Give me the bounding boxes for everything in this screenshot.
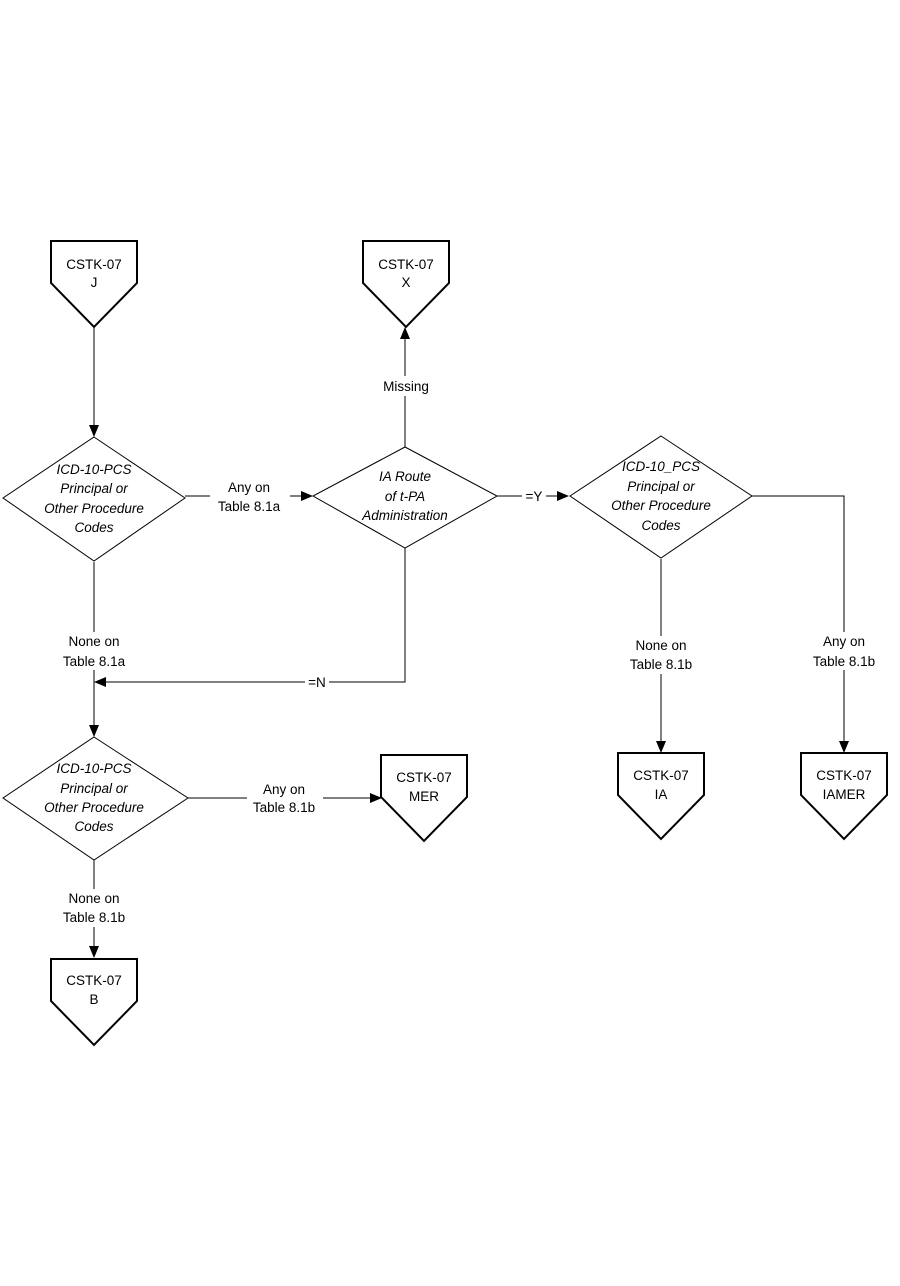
decision-d2-line3: Administration xyxy=(361,508,448,523)
arrow-right-icon xyxy=(557,491,569,501)
edge-label-d3-none-line2: Table 8.1b xyxy=(630,657,692,672)
decision-d2: IA Route of t-PA Administration xyxy=(311,446,499,549)
connector-j-line2: J xyxy=(91,275,98,290)
arrow-down-icon xyxy=(89,946,99,958)
arrowheads xyxy=(89,327,849,958)
arrow-left-icon xyxy=(94,677,106,687)
decision-d3-line4: Codes xyxy=(641,518,680,533)
connector-iamer: CSTK-07 IAMER xyxy=(800,752,888,841)
edge-label-d2-missing: Missing xyxy=(383,379,429,394)
decision-d4-line2: Principal or xyxy=(60,781,128,796)
edge-label-d3-any-line2: Table 8.1b xyxy=(813,654,875,669)
edge-label-d3-any-line1: Any on xyxy=(823,634,865,649)
decision-d1-line4: Codes xyxy=(74,520,113,535)
connector-iamer-line2: IAMER xyxy=(823,787,866,802)
edge-label-d1-any-line2: Table 8.1a xyxy=(218,499,281,514)
arrow-right-icon xyxy=(370,793,382,803)
arrow-down-icon xyxy=(839,741,849,753)
decision-d3-line2: Principal or xyxy=(627,479,695,494)
connector-j-line1: CSTK-07 xyxy=(66,257,122,272)
connector-x-line2: X xyxy=(401,275,410,290)
edge-label-d3-none-line1: None on xyxy=(635,638,686,653)
edge-label-d4-none-line1: None on xyxy=(68,891,119,906)
edge-label-d1-any-line1: Any on xyxy=(228,480,270,495)
connector-mer-line2: MER xyxy=(409,789,439,804)
decision-d4: ICD-10-PCS Principal or Other Procedure … xyxy=(2,736,189,861)
connector-b-line2: B xyxy=(89,992,98,1007)
connector-lines xyxy=(93,327,845,948)
edge-label-d2-no: =N xyxy=(308,675,326,690)
connector-ia-line2: IA xyxy=(655,787,668,802)
connector-j: CSTK-07 J xyxy=(50,240,138,329)
connector-iamer-line1: CSTK-07 xyxy=(816,768,872,783)
decision-d3: ICD-10_PCS Principal or Other Procedure … xyxy=(569,435,753,559)
decision-d1-line2: Principal or xyxy=(60,481,128,496)
connector-x-line1: CSTK-07 xyxy=(378,257,434,272)
decision-d1-line3: Other Procedure xyxy=(44,501,144,516)
connector-mer-line1: CSTK-07 xyxy=(396,770,452,785)
connector-ia: CSTK-07 IA xyxy=(617,752,705,841)
edge-label-d4-any-line1: Any on xyxy=(263,782,305,797)
arrow-down-icon xyxy=(89,425,99,437)
connector-mer: CSTK-07 MER xyxy=(380,754,468,843)
decision-d3-line1: ICD-10_PCS xyxy=(622,459,700,474)
decision-d1: ICD-10-PCS Principal or Other Procedure … xyxy=(2,436,186,562)
edge-d2-no xyxy=(105,548,406,683)
connector-b-line1: CSTK-07 xyxy=(66,973,122,988)
arrow-right-icon xyxy=(301,491,313,501)
edge-label-d1-none-line1: None on xyxy=(68,634,119,649)
arrow-down-icon xyxy=(656,741,666,753)
decision-d4-line4: Codes xyxy=(74,819,113,834)
edge-label-d1-none-line2: Table 8.1a xyxy=(63,654,126,669)
decision-d2-line1: IA Route xyxy=(379,469,431,484)
edge-label-d4-none-line2: Table 8.1b xyxy=(63,910,125,925)
decision-d4-line1: ICD-10-PCS xyxy=(56,761,131,776)
decision-d1-line1: ICD-10-PCS xyxy=(56,462,131,477)
edge-label-d2-yes: =Y xyxy=(526,489,543,504)
edge-label-d4-any-line2: Table 8.1b xyxy=(253,800,315,815)
edge-d3-to-iamer xyxy=(752,495,845,742)
connector-b: CSTK-07 B xyxy=(50,958,138,1047)
connector-x: CSTK-07 X xyxy=(362,240,450,329)
decision-d2-line2: of t-PA xyxy=(385,489,425,504)
arrow-down-icon xyxy=(89,725,99,737)
arrow-up-icon xyxy=(400,327,410,339)
connector-ia-line1: CSTK-07 xyxy=(633,768,689,783)
decision-d3-line3: Other Procedure xyxy=(611,498,711,513)
edge-labels: Any on Table 8.1a None on Table 8.1a Mis… xyxy=(54,376,881,927)
decision-d4-line3: Other Procedure xyxy=(44,800,144,815)
